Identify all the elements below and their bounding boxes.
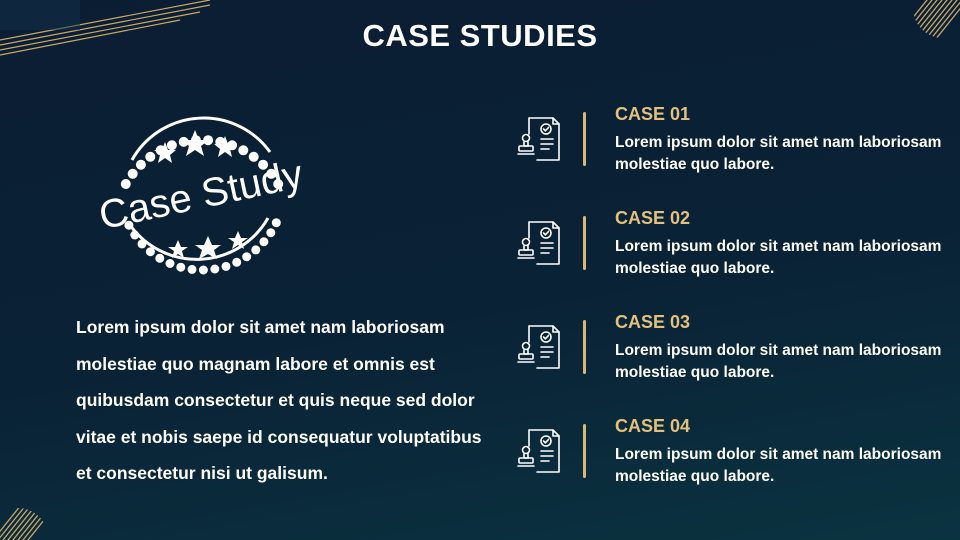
- document-stamp-icon: [517, 325, 560, 369]
- stamp-scallop: [145, 151, 156, 162]
- document-stamp-icon: [517, 429, 560, 473]
- stamp-scallop: [258, 159, 269, 170]
- stamp-scallop: [238, 145, 249, 156]
- stamp-scallop: [120, 179, 131, 189]
- case-divider: [583, 320, 586, 374]
- document-stamp-icon: [517, 221, 560, 265]
- decorative-lines-top-left: [0, 0, 211, 56]
- decorative-circle-bottom-left: [0, 508, 48, 540]
- stamp-scallop: [248, 151, 259, 162]
- stamp-scallop: [259, 237, 269, 247]
- stamp-scallop: [198, 265, 208, 275]
- case-description: Lorem ipsum dolor sit amet nam laboriosa…: [615, 238, 942, 277]
- page-title: CASE STUDIES: [362, 18, 598, 53]
- stamp-scallop: [221, 261, 231, 271]
- case-description: Lorem ipsum dolor sit amet nam laboriosa…: [615, 342, 942, 381]
- case-study-stamp: Case Study: [95, 116, 307, 275]
- stamp-scallop: [145, 247, 155, 257]
- stamp-scallop: [232, 257, 242, 267]
- star-icon: [154, 130, 236, 163]
- case-title: CASE 02: [615, 208, 691, 228]
- star-icon: [168, 231, 248, 259]
- case-title: CASE 04: [615, 416, 691, 436]
- stamp-scallop: [127, 168, 138, 179]
- stamp-scallop: [266, 228, 276, 238]
- stamp-scallop: [242, 252, 252, 262]
- document-stamp-icon: [517, 117, 560, 161]
- case-divider: [583, 216, 586, 270]
- stamp-scallop: [187, 264, 197, 274]
- decorative-circle-top-right: [913, 0, 960, 38]
- stamp-scallop: [135, 159, 146, 170]
- stamp-scallop: [166, 140, 177, 151]
- stamp-scallop: [155, 253, 165, 263]
- case-item-1: CASE 01 Lorem ipsum dolor sit amet nam l…: [515, 104, 941, 174]
- case-description: Lorem ipsum dolor sit amet nam laboriosa…: [615, 134, 942, 173]
- case-title: CASE 03: [615, 312, 691, 332]
- case-item-3: CASE 03 Lorem ipsum dolor sit amet nam l…: [515, 312, 941, 382]
- case-item-4: CASE 04 Lorem ipsum dolor sit amet nam l…: [515, 416, 941, 486]
- body-paragraph: Lorem ipsum dolor sit amet nam laboriosa…: [76, 317, 482, 483]
- stamp-scallop: [210, 264, 220, 274]
- stamp-scallop: [176, 262, 186, 272]
- case-title: CASE 01: [615, 104, 691, 124]
- stamp-scallop: [273, 179, 284, 189]
- case-description: Lorem ipsum dolor sit amet nam laboriosa…: [615, 446, 942, 485]
- case-divider: [583, 112, 586, 166]
- stamp-scallop: [165, 259, 175, 268]
- stamp-scallop: [251, 245, 261, 255]
- stamp-scallop: [266, 168, 277, 179]
- case-item-2: CASE 02 Lorem ipsum dolor sit amet nam l…: [515, 208, 941, 278]
- stamp-scallop: [271, 218, 281, 228]
- case-divider: [583, 424, 586, 478]
